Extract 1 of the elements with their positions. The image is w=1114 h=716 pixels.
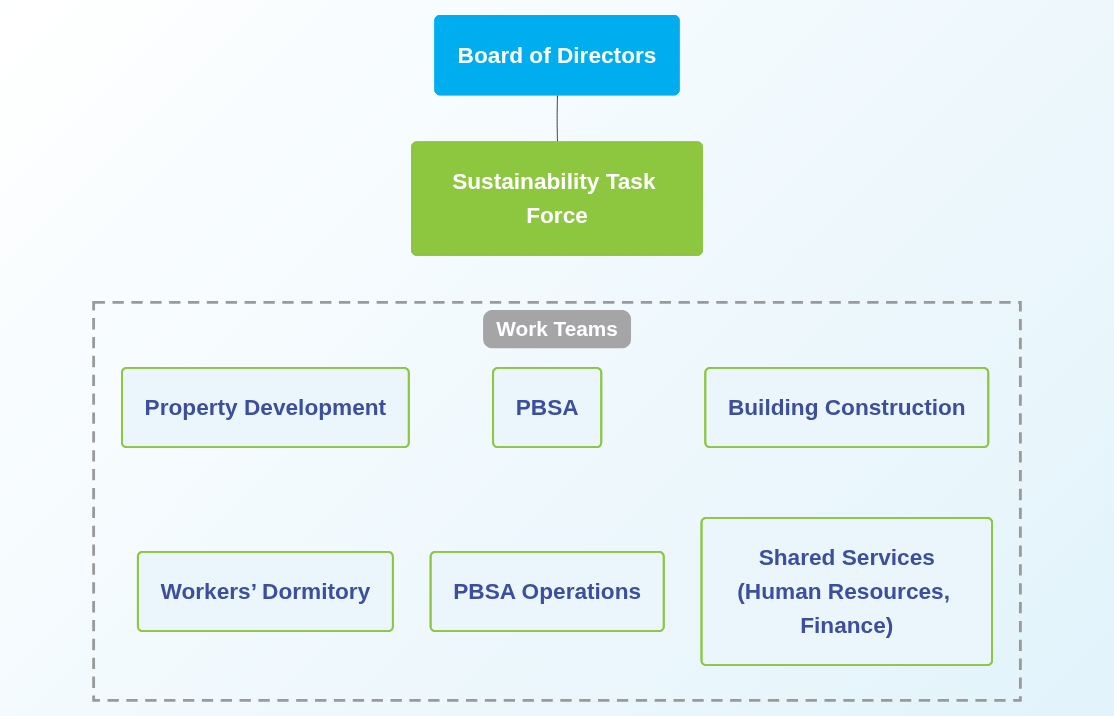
connector xyxy=(556,94,558,143)
